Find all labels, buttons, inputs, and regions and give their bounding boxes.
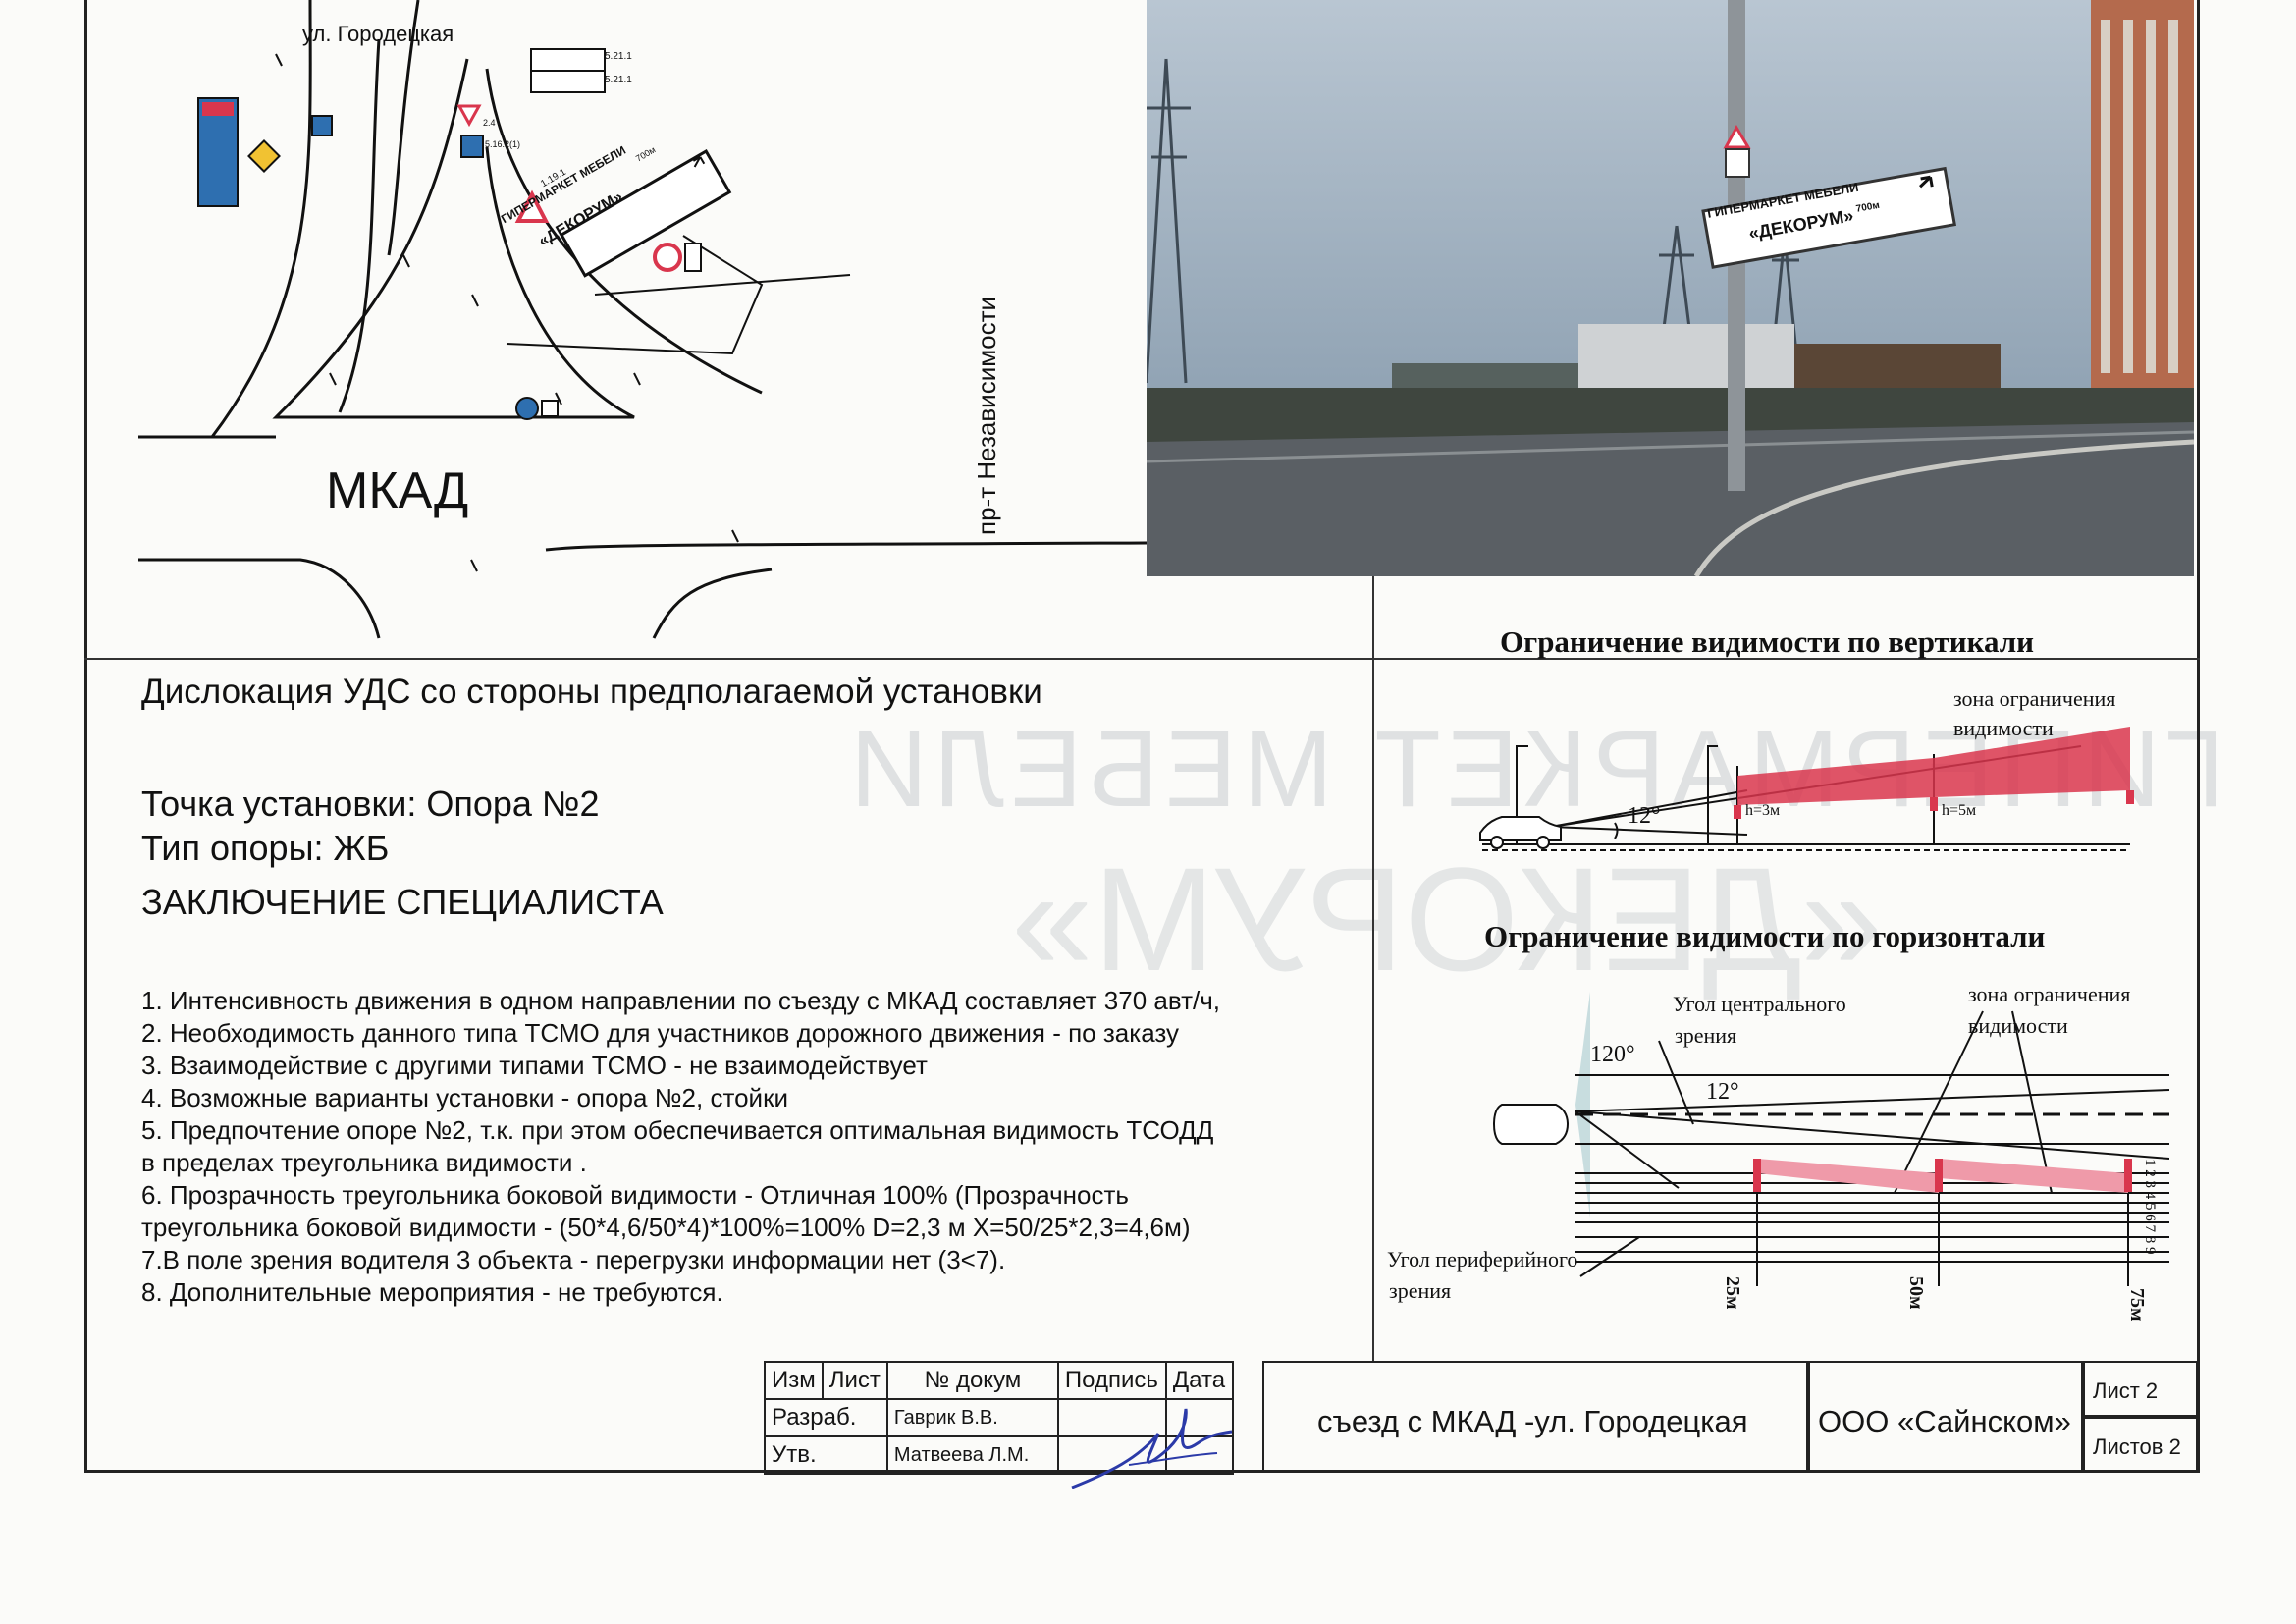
highway-label-mkad: МКАД bbox=[326, 462, 469, 519]
road-map bbox=[138, 0, 1147, 639]
vertical-diagram-title: Ограничение видимости по вертикали bbox=[1500, 624, 2035, 659]
developer-name: Гаврик В.В. bbox=[885, 1398, 1059, 1437]
ramp-edge bbox=[338, 38, 381, 413]
conclusion-list: 1. Интенсивность движения в одном направ… bbox=[141, 985, 1220, 1309]
conclusion-item: 7.В поле зрения водителя 3 объекта - пер… bbox=[141, 1245, 1006, 1274]
central-angle-label-1: Угол центрального bbox=[1673, 992, 1846, 1016]
col-date: Дата bbox=[1164, 1361, 1234, 1400]
central-angle-label-2: зрения bbox=[1675, 1023, 1737, 1048]
sheet-count-cell: Листов 2 bbox=[2083, 1417, 2198, 1473]
sheet-count: Листов 2 bbox=[2093, 1435, 2181, 1459]
row-divider bbox=[84, 658, 2200, 660]
company-name: ООО «Сайнском» bbox=[1818, 1404, 2071, 1438]
distance-50: 50м bbox=[1905, 1276, 1927, 1310]
vertical-h1: h=3м bbox=[1745, 802, 1781, 819]
site-photo bbox=[1147, 0, 2194, 576]
company-cell: ООО «Сайнском» bbox=[1808, 1361, 2083, 1473]
conclusion-title: ЗАКЛЮЧЕНИЕ СПЕЦИАЛИСТА bbox=[141, 882, 664, 922]
vertical-angle: 12° bbox=[1628, 803, 1661, 829]
object-name: съезд с МКАД -ул. Городецкая bbox=[1317, 1404, 1748, 1438]
col-list: Лист bbox=[821, 1361, 888, 1400]
sign-code-b: 5.21.1 bbox=[605, 75, 632, 85]
sheet-number-cell: Лист 2 bbox=[2083, 1361, 2198, 1417]
conclusion-item: в пределах треугольника видимости . bbox=[141, 1148, 587, 1177]
sign-code-c: 2.4 bbox=[483, 118, 496, 128]
sign-code-d: 5.16.2(1) bbox=[485, 139, 521, 149]
avenue-label: пр-т Независимости bbox=[972, 296, 1001, 535]
sign-code-a: 5.21.1 bbox=[605, 51, 632, 62]
conclusion-item: 4. Возможные варианты установки - опора … bbox=[141, 1083, 788, 1112]
sheet-number: Лист 2 bbox=[2093, 1379, 2159, 1403]
approver-name: Матвеева Л.М. bbox=[885, 1435, 1059, 1475]
dislocation-heading: Дислокация УДС со стороны предполагаемой… bbox=[141, 673, 1042, 711]
developer-role: Разраб. bbox=[764, 1398, 888, 1437]
conclusion-item: 3. Взаимодействие с другими типами ТСМО … bbox=[141, 1051, 928, 1080]
conclusion-item: 6. Прозрачность треугольника боковой вид… bbox=[141, 1180, 1129, 1210]
conclusion-item: 2. Необходимость данного типа ТСМО для у… bbox=[141, 1018, 1179, 1048]
approver-role: Утв. bbox=[764, 1435, 888, 1475]
lane-numbers: 1 2 3 4 5 6 7 8 9 bbox=[2142, 1159, 2158, 1255]
object-name-cell: съезд с МКАД -ул. Городецкая bbox=[1262, 1361, 1808, 1473]
horizontal-diagram-title: Ограничение видимости по горизонтали bbox=[1484, 919, 2046, 953]
conclusion-item: 1. Интенсивность движения в одном направ… bbox=[141, 986, 1221, 1015]
peripheral-angle-label-2: зрения bbox=[1389, 1278, 1452, 1303]
peripheral-angle-label-1: Угол периферийного bbox=[1387, 1247, 1578, 1272]
distance-75: 75м bbox=[2126, 1288, 2148, 1322]
distance-25: 25м bbox=[1722, 1276, 1743, 1310]
col-izm: Изм bbox=[764, 1361, 824, 1400]
horizontal-zone-label-1: зона ограничения bbox=[1968, 982, 2131, 1006]
support-type: Тип опоры: ЖБ bbox=[141, 828, 390, 868]
installation-point: Точка установки: Опора №2 bbox=[141, 784, 600, 824]
conclusion-item: треугольника боковой видимости - (50*4,6… bbox=[141, 1213, 1191, 1242]
vertical-visibility-diagram bbox=[1479, 727, 2134, 851]
signature bbox=[1071, 1408, 1233, 1489]
vertical-h2: h=5м bbox=[1942, 802, 1977, 819]
vertical-zone-label-1: зона ограничения bbox=[1953, 686, 2116, 711]
col-doc: № докум bbox=[885, 1361, 1059, 1400]
horizontal-visibility-diagram bbox=[1492, 992, 2169, 1286]
conclusion-item: 8. Дополнительные мероприятия - не требу… bbox=[141, 1277, 723, 1307]
conclusion-item: 5. Предпочтение опоре №2, т.к. при этом … bbox=[141, 1115, 1214, 1145]
vertical-zone-label-2: видимости bbox=[1953, 716, 2054, 740]
small-angle-label: 12° bbox=[1706, 1079, 1739, 1105]
big-angle-label: 120° bbox=[1590, 1042, 1635, 1067]
column-divider bbox=[1372, 576, 1374, 1362]
col-sign: Подпись bbox=[1056, 1361, 1167, 1400]
street-label-gorodetskaya: ул. Городецкая bbox=[302, 22, 454, 46]
